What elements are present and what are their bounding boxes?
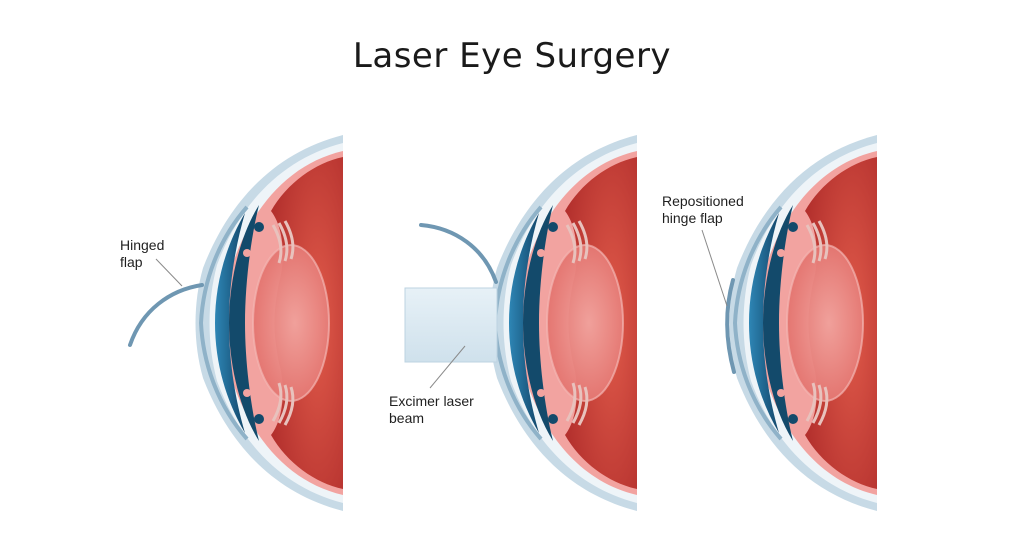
label-excimer-laser-beam: Excimer laser beam — [389, 393, 474, 427]
repositioned-flap — [725, 278, 736, 374]
lifted-flap — [419, 223, 498, 284]
label-hinged-flap-line2: flap — [120, 254, 143, 270]
label-hinged-flap: Hinged flap — [120, 237, 164, 271]
label-hinged-flap-line1: Hinged — [120, 237, 165, 253]
hinged-flap — [128, 283, 204, 347]
excimer-laser-beam — [404, 287, 498, 363]
eye-panel-3 — [727, 133, 879, 513]
repositioned-flap-leader — [701, 229, 728, 307]
diagram-title: Laser Eye Surgery — [352, 36, 672, 76]
eye-panel-1 — [193, 133, 345, 513]
hinged-flap-leader — [155, 258, 183, 287]
eye-panel-2 — [487, 133, 639, 513]
label-repositioned-flap: Repositioned hinge flap — [662, 193, 744, 227]
laser-leader — [429, 345, 466, 389]
label-repositioned-line2: hinge flap — [662, 210, 723, 226]
label-excimer-line2: beam — [389, 410, 425, 426]
label-repositioned-line1: Repositioned — [662, 193, 744, 209]
label-excimer-line1: Excimer laser — [389, 393, 474, 409]
